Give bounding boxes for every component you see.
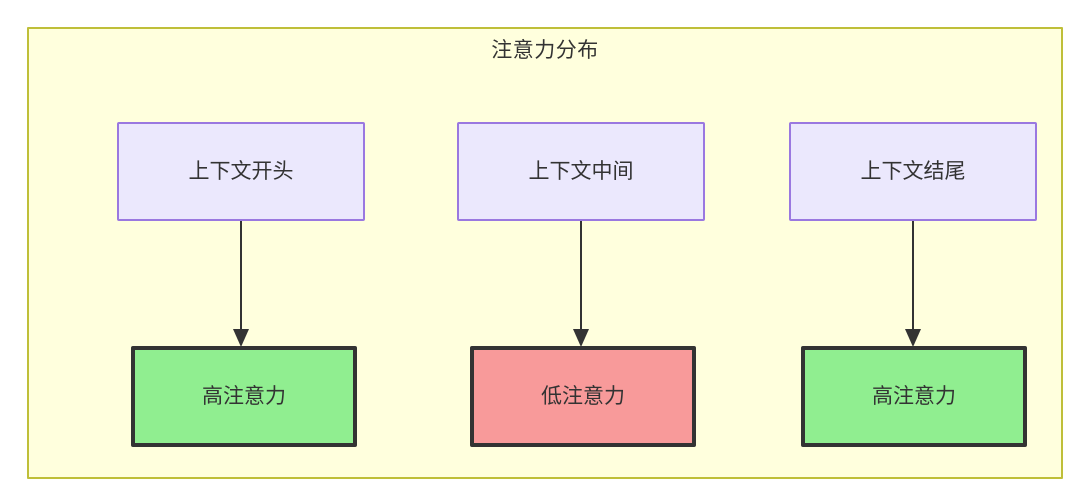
node-context-end-label: 上下文结尾	[860, 159, 966, 183]
arrow-head-down-icon	[233, 329, 249, 347]
attention-distribution-container: 注意力分布 上下文开头 上下文中间 上下文结尾	[27, 27, 1063, 479]
node-context-end[interactable]: 上下文结尾	[789, 122, 1037, 221]
edge-context-start-to-high-attention	[230, 221, 252, 349]
arrow-head-down-icon	[573, 329, 589, 347]
diagram-title: 注意力分布	[491, 39, 599, 62]
node-context-middle-label: 上下文中间	[528, 159, 634, 183]
node-attention-middle-label: 低注意力	[541, 384, 625, 408]
edge-context-middle-to-low-attention	[570, 221, 592, 349]
edge-context-end-to-high-attention	[902, 221, 924, 349]
node-attention-middle[interactable]: 低注意力	[470, 346, 696, 447]
node-attention-end-label: 高注意力	[872, 384, 956, 408]
arrow-head-down-icon	[905, 329, 921, 347]
node-context-middle[interactable]: 上下文中间	[457, 122, 705, 221]
node-attention-end[interactable]: 高注意力	[801, 346, 1027, 447]
node-attention-start[interactable]: 高注意力	[131, 346, 357, 447]
node-context-start[interactable]: 上下文开头	[117, 122, 365, 221]
node-context-start-label: 上下文开头	[188, 159, 294, 183]
node-attention-start-label: 高注意力	[202, 384, 286, 408]
